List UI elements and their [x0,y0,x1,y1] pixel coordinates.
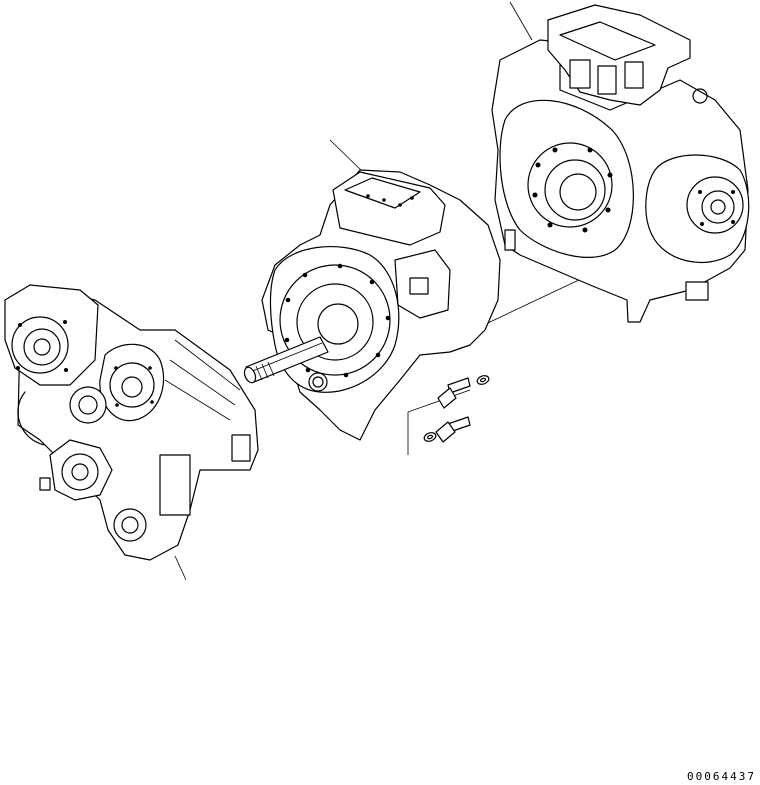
drawing-code-number: 00064437 [687,770,756,783]
front-housing-assembly [4,284,259,561]
transmission-assembly [243,169,501,441]
flange-bolts [284,263,391,378]
input-shaft [243,336,329,384]
rear-housing-assembly [491,4,750,323]
mounting-bolts-and-washers [407,375,490,455]
bolt-ring [532,147,613,233]
